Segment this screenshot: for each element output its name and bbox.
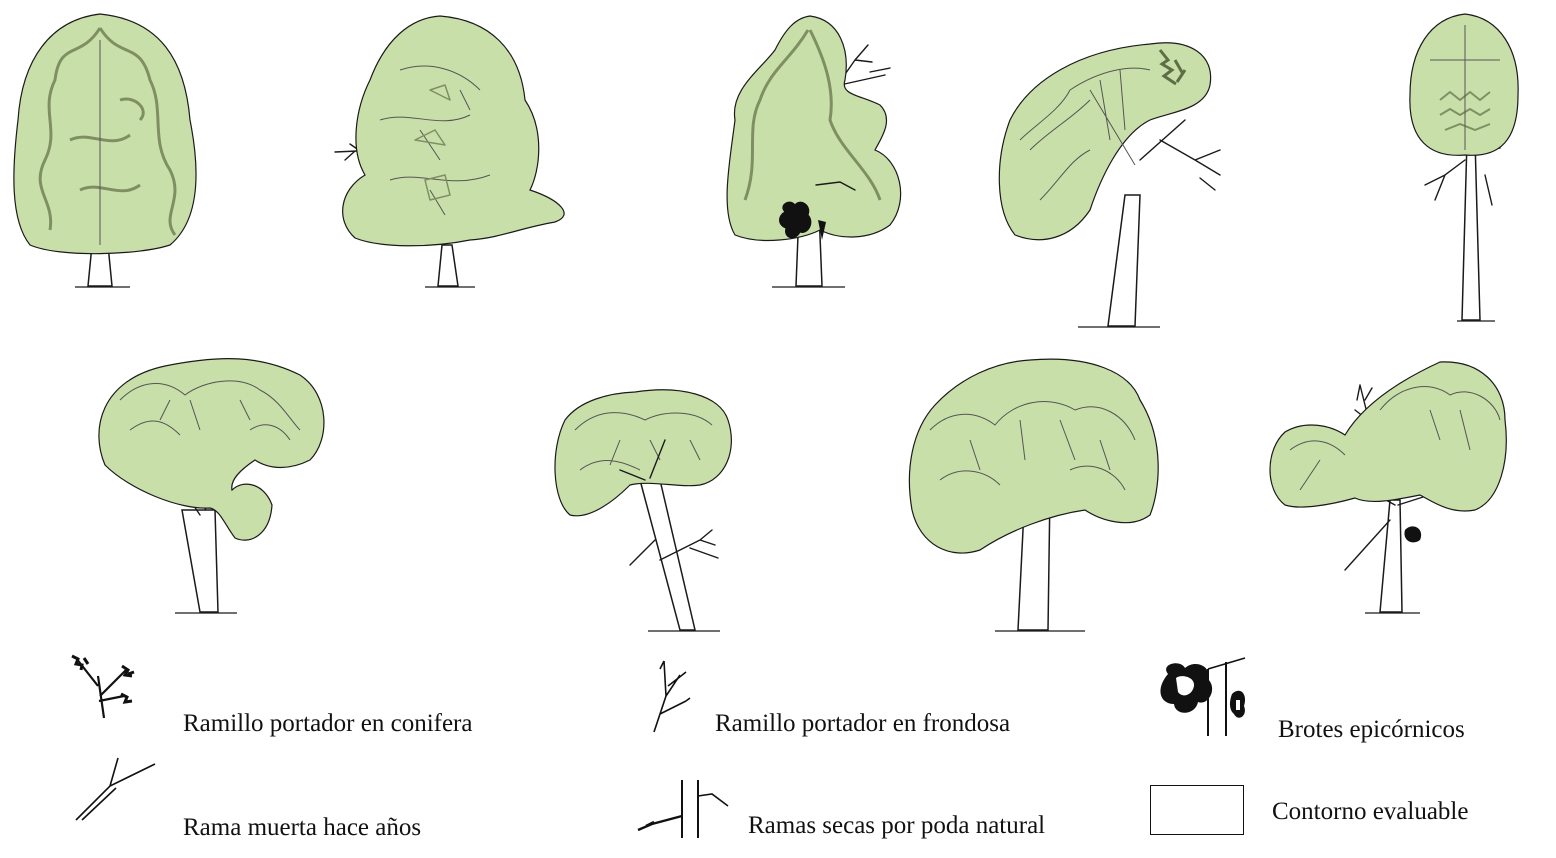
tree-illustrations: .crown { fill:#c9dfaa; stroke:#1a1a1a; s… (13, 13, 1519, 632)
natural-pruning-icon (637, 780, 729, 838)
legend-label: Ramillo portador en conifera (183, 710, 473, 737)
old-dead-branch-icon (75, 757, 156, 821)
legend-label: Contorno evaluable (1272, 798, 1469, 825)
conifer-twig-icon (71, 654, 135, 719)
tree-3 (726, 15, 902, 288)
tree-4 (998, 42, 1221, 328)
legend-label: Ramillo portador en frondosa (715, 710, 1011, 737)
tree-9 (1269, 361, 1507, 614)
tree-6 (98, 358, 325, 614)
epicormic-shoots-icon (1160, 657, 1246, 736)
tree-5 (1409, 13, 1519, 322)
tree-8 (908, 358, 1159, 632)
tree-1 (13, 13, 197, 288)
legend-label: Ramas secas por poda natural (748, 812, 1046, 839)
tree-7 (554, 389, 732, 632)
broadleaf-twig-icon (653, 660, 691, 733)
legend-label: Brotes epicórnicos (1278, 716, 1465, 743)
legend-label: Rama muerta hace años (183, 814, 422, 841)
tree-2 (334, 15, 565, 288)
evaluable-outline-icon (1150, 785, 1244, 835)
